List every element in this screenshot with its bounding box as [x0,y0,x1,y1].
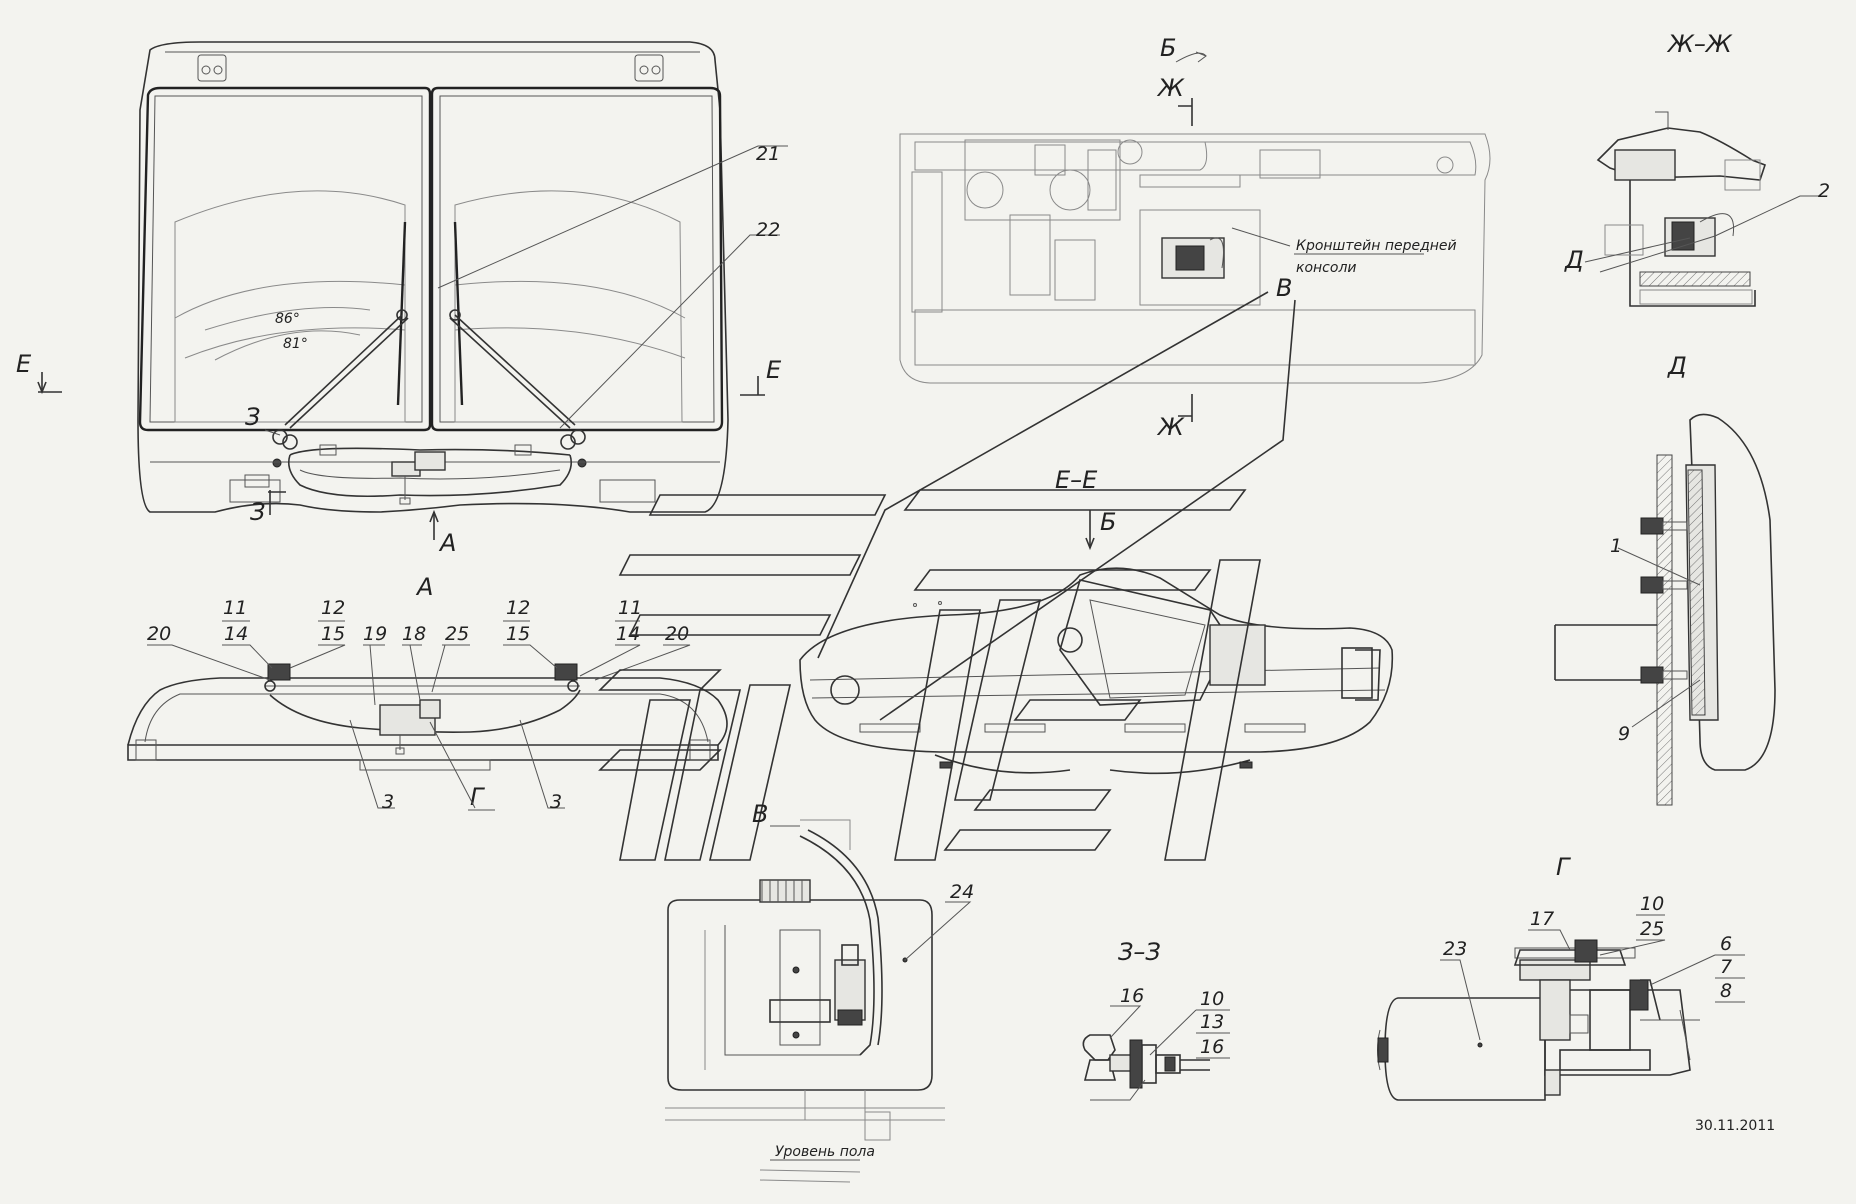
callout-6: 6 [1720,933,1732,955]
callout-19: 19 [363,623,387,645]
detail-d-marker: Д [1564,246,1584,274]
angle-81: 81° [283,336,308,352]
callout-9: 9 [1618,723,1630,745]
callout-3-left: 3 [382,791,394,813]
section-b-arrow: Б [1100,508,1116,536]
callout-17: 17 [1530,908,1554,930]
detail-g-motor: Г 17 10 25 23 6 7 8 30.11.2011 [1377,853,1775,1134]
callout-24: 24 [950,881,974,903]
view-a-title: А [415,573,433,601]
callout-16-a: 16 [1120,985,1144,1007]
view-b-arrow-top: Б [1160,34,1176,62]
callout-3-right: 3 [550,791,562,813]
section-zh-zh: Ж–Ж 2 Д [1564,30,1830,307]
callout-11-left: 11 [223,597,247,619]
callout-25-g: 25 [1640,918,1664,940]
callout-12-right: 12 [506,597,530,619]
front-view: 21 22 86° 81° Е Е З З А [16,41,788,557]
callout-1: 1 [1610,535,1622,557]
view-a-arrow: А [438,529,456,557]
section-z-z-title: З–З [1118,938,1161,966]
fastener-3 [1640,666,1688,684]
callout-8: 8 [1720,980,1732,1002]
callout-14-left: 14 [224,623,248,645]
view-a: А 20 11 14 12 15 19 18 25 12 15 [127,573,728,813]
callout-2: 2 [1818,180,1830,202]
date-stamp: 30.11.2011 [1695,1118,1775,1134]
bracket-note-line2: консоли [1296,260,1356,276]
section-zh-zh-title: Ж–Ж [1666,30,1733,58]
detail-v-reservoir: В Уровень пола 24 [665,800,974,1183]
callout-15-left: 15 [321,623,345,645]
detail-d: Д 1 9 [1554,352,1776,806]
fastener-1 [1640,517,1688,535]
section-e-left: Е [16,350,32,378]
view-v-marker: В [1276,274,1292,302]
fastener-2 [1640,576,1688,594]
detail-g-title: Г [1556,853,1571,881]
callout-22: 22 [756,219,780,241]
callout-10-z: 10 [1200,988,1224,1010]
callout-13: 13 [1200,1011,1224,1033]
section-zh-bottom: Ж [1156,413,1185,441]
dashboard-plan-view: Б Ж Ж Кронштейн передней консоли В [817,34,1491,721]
section-z-z: З–З 16 10 13 16 [1082,938,1230,1101]
detail-v-title: В [752,800,768,828]
callout-11-right: 11 [618,597,642,619]
callout-18: 18 [402,623,426,645]
section-zh-top: Ж [1156,74,1185,102]
detail-g-marker: Г [470,783,485,811]
section-e-e: Е–Е Б [598,466,1394,861]
bracket-note-line1: Кронштейн передней [1296,238,1457,254]
callout-21: 21 [756,143,780,165]
section-e-right: Е [766,356,782,384]
callout-10-g: 10 [1640,893,1664,915]
angle-86: 86° [275,311,300,327]
callout-20-left: 20 [147,623,171,645]
callout-14-right: 14 [616,623,640,645]
floor-level-label: Уровень пола [775,1144,875,1160]
callout-25-a: 25 [445,623,469,645]
callout-16-b: 16 [1200,1036,1224,1058]
callout-15-right: 15 [506,623,530,645]
callout-23: 23 [1443,938,1467,960]
callout-20-right: 20 [665,623,689,645]
callout-12-left: 12 [321,597,345,619]
detail-d-title: Д [1667,352,1687,380]
section-z-top: З [245,403,260,431]
section-z-bottom: З [250,498,265,526]
callout-7: 7 [1720,956,1732,978]
